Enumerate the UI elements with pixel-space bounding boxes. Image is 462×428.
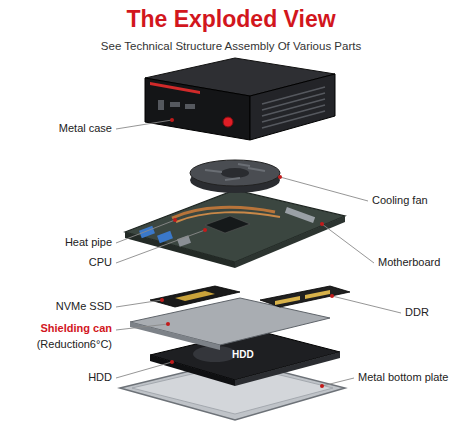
ssd-label (175, 291, 215, 301)
part-label: DDR (405, 306, 429, 319)
cooling-fan (190, 160, 280, 186)
front-port (158, 100, 164, 110)
power-button (223, 117, 233, 127)
part-note: (Reduction6°C) (37, 338, 112, 351)
ddr-contacts (305, 290, 330, 299)
part-label: Motherboard (378, 256, 440, 269)
front-port (185, 104, 195, 109)
part-label: Heat pipe (65, 236, 112, 249)
front-trim (150, 82, 200, 94)
part-label: CPU (89, 256, 112, 269)
case-side (250, 74, 335, 140)
ram-slot (285, 207, 315, 223)
drive-marking: HDD (232, 348, 254, 361)
part-label: Cooling fan (372, 194, 428, 207)
part-label: Metal case (59, 122, 112, 135)
title: The Exploded View (0, 6, 462, 33)
shielding-can (130, 298, 330, 345)
motherboard (125, 190, 345, 262)
motherboard-edge (235, 216, 345, 268)
heat-pipe (176, 212, 280, 222)
motherboard-edge (125, 232, 235, 268)
front-port (170, 102, 180, 107)
subtitle: See Technical Structure Assembly Of Vari… (0, 40, 462, 53)
leader-dots (160, 118, 334, 388)
case-front (145, 78, 250, 140)
part-label: Metal bottom plate (358, 371, 449, 384)
part-label: NVMe SSD (56, 300, 112, 313)
usb-port (157, 231, 173, 243)
usb-port (139, 226, 155, 238)
port (177, 235, 191, 247)
vent-grille (262, 87, 325, 128)
fan-hub (221, 168, 249, 178)
shielding-can-side (130, 322, 220, 350)
ddr-module (260, 286, 350, 307)
part-label: HDD (88, 371, 112, 384)
cpu-chip (205, 216, 250, 233)
fan-blades (205, 164, 265, 180)
part-label: Shielding can (40, 322, 112, 335)
leader-lines (116, 120, 401, 386)
ssd-board (150, 286, 240, 307)
ddr-contacts (275, 296, 300, 305)
